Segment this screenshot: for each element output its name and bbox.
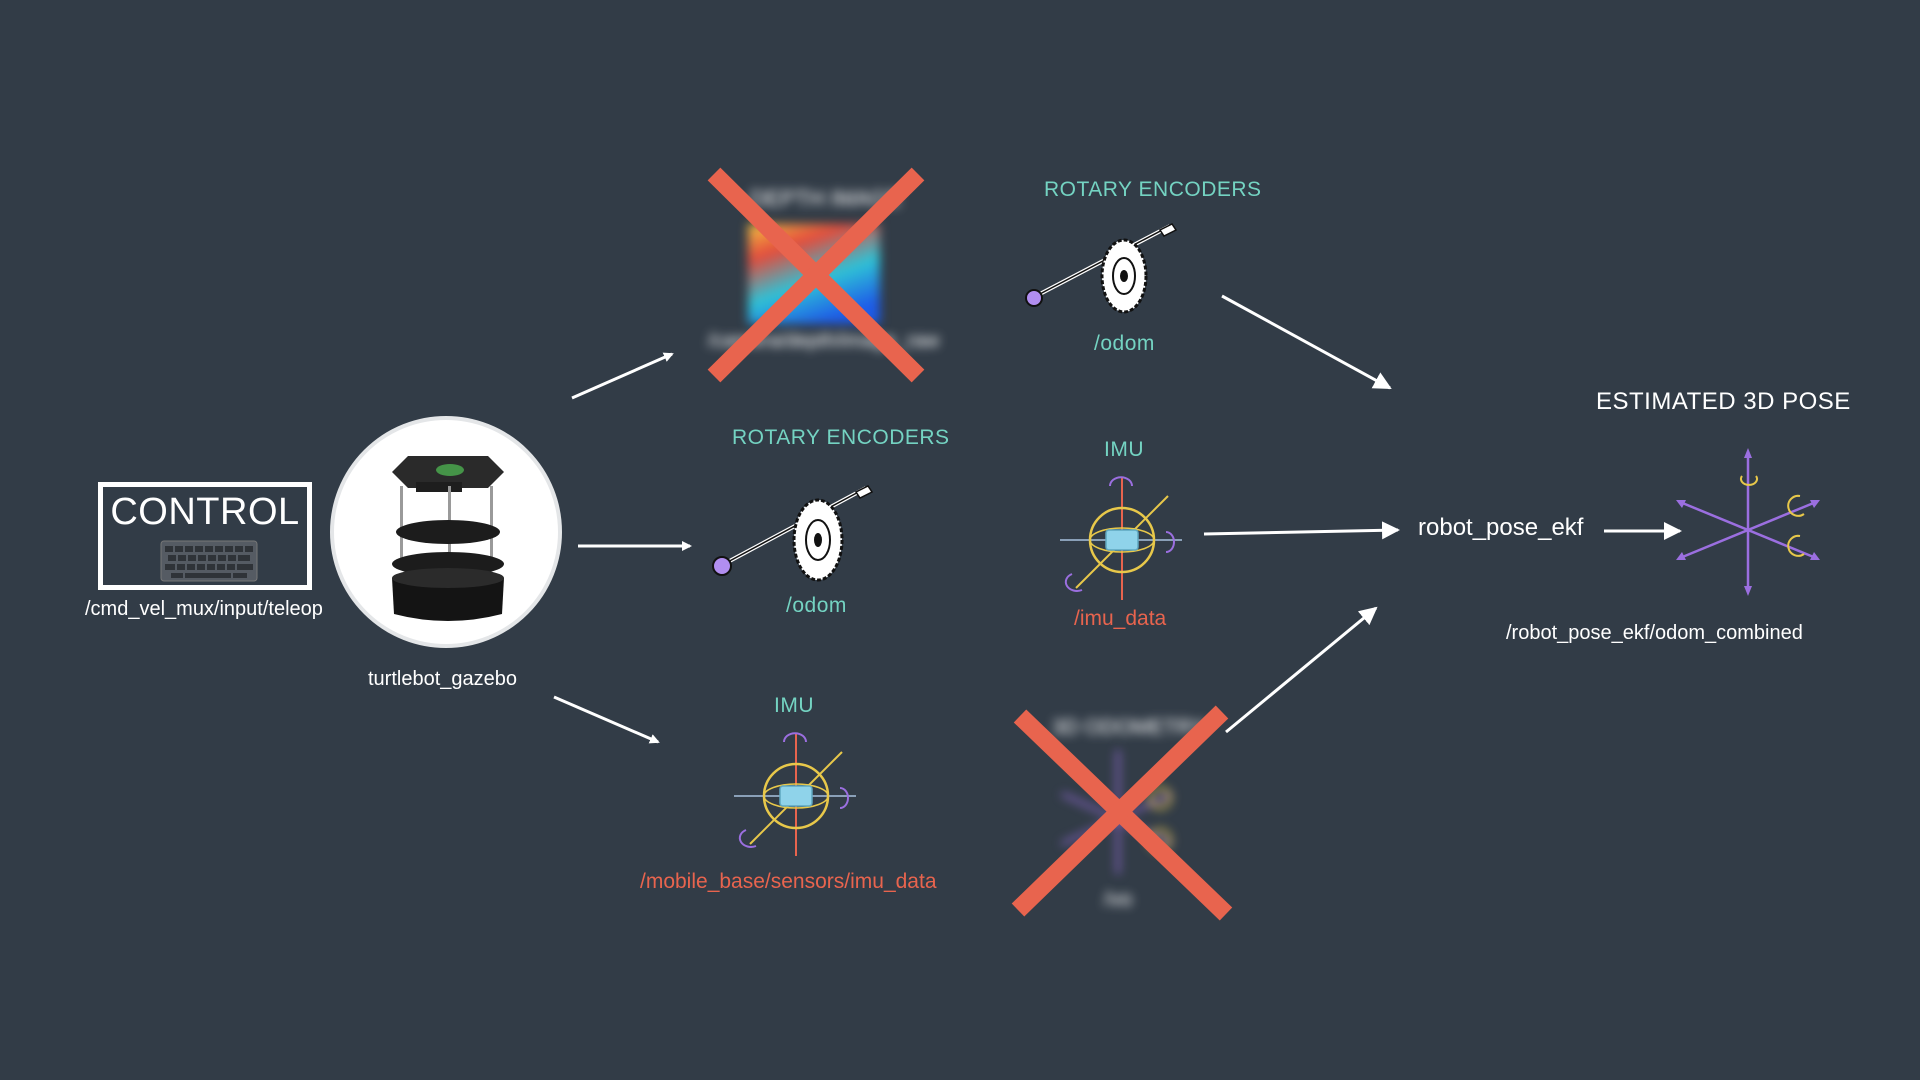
control-title: CONTROL [110,491,300,533]
arrow-vo-to-ekf [1225,606,1378,734]
imu-mid-title: IMU [1104,438,1144,461]
cross-out-icon [1011,705,1233,921]
vo-title: 3D ODOMETRY [1052,716,1206,739]
turtlebot-icon [392,456,504,621]
pose-axes-icon [1676,448,1820,596]
encoders-mid-title: ROTARY ENCODERS [732,426,950,449]
cross-out-icon [707,167,925,383]
pose-topic: /robot_pose_ekf/odom_combined [1506,622,1803,644]
rotary-encoder-icon [1025,223,1178,314]
imu-mid-topic: /imu_data [1074,607,1167,630]
control-box: CONTROL [98,482,312,590]
robot-name: turtlebot_gazebo [368,668,518,690]
vo-topic: /vo [1104,888,1133,911]
ekf-node: robot_pose_ekf [1418,514,1584,541]
robot-circle [330,416,562,648]
rotary-encoder-icon [712,485,874,582]
imu-icon [734,732,856,856]
control-topic: /cmd_vel_mux/input/teleop [85,598,323,620]
arrow-imu-to-ekf [1203,521,1400,540]
encoders-mid-topic: /odom [786,594,847,617]
pose-title: ESTIMATED 3D POSE [1596,388,1851,415]
arrow-odom-to-ekf [1221,294,1392,390]
encoders-top-title: ROTARY ENCODERS [1044,178,1262,201]
arrow-robot-to-depth [571,352,674,400]
imu-bottom-title: IMU [774,694,814,717]
imu-bottom-topic: /mobile_base/sensors/imu_data [640,870,937,893]
imu-icon [1060,476,1182,600]
encoders-top-topic: /odom [1094,332,1155,355]
arrow-robot-to-imu [553,695,660,744]
keyboard-icon [160,540,258,582]
